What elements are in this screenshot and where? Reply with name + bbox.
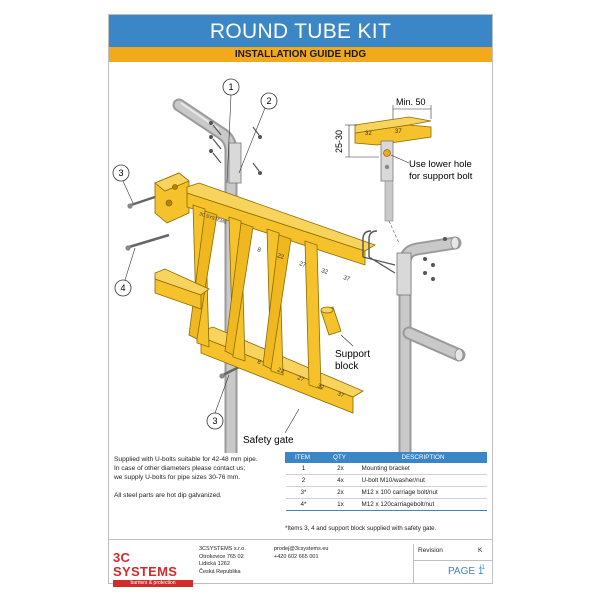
revision-value: K (478, 547, 483, 554)
installation-drawing: 1 2 3 4 3 (112, 78, 473, 453)
svg-text:3: 3 (118, 168, 123, 178)
callout-4: 4 (114, 247, 136, 297)
gate-top-markings: 8 22 27 32 37 (256, 247, 351, 283)
support-block (320, 306, 354, 347)
svg-text:4: 4 (120, 283, 125, 293)
svg-text:for support bolt: for support bolt (409, 171, 473, 182)
svg-text:Use lower hole: Use lower hole (409, 159, 472, 170)
table-header-row: ITEM QTY DESCRIPTION (285, 452, 487, 463)
note-line: we supply U-bolts for pipe sizes 30-76 m… (114, 474, 241, 481)
revision-box: Revision K PAGE 1 |1 (413, 544, 492, 584)
svg-text:22: 22 (276, 367, 285, 375)
parts-table: ITEM QTY DESCRIPTION 1 2x Mounting brack… (285, 452, 487, 511)
svg-text:8: 8 (256, 359, 262, 366)
column-header: QTY (319, 452, 360, 463)
table-row: 1 2x Mounting bracket (285, 462, 487, 475)
callout-3-lower: 3 (206, 374, 230, 430)
mounting-bracket (228, 142, 242, 184)
table-row: 3* 2x M12 x 100 carriage bolt/nut (285, 486, 487, 499)
table-row: 2 4x U-bolt M10/washer/nut (285, 474, 487, 487)
svg-text:1: 1 (228, 82, 233, 92)
qty-cell: 2x (319, 486, 360, 499)
note-line: Supplied with U-bolts suitable for 42-48… (114, 456, 258, 463)
carriage-bolt-long (125, 233, 170, 251)
support-block-label: Support (335, 349, 370, 360)
svg-text:27: 27 (296, 375, 305, 383)
contact-email[interactable]: prodej@3csystems.eu (274, 546, 329, 552)
callout-2: 2 (238, 92, 278, 174)
callout-3-upper: 3 (112, 164, 134, 204)
page-total: |1 (480, 565, 485, 571)
svg-text:37: 37 (342, 275, 351, 283)
company-contact: prodej@3csystems.eu +420 602 665 001 (274, 546, 329, 561)
logo-tagline: barriers & protection (113, 580, 193, 587)
page-subtitle: INSTALLATION GUIDE HDG (109, 47, 492, 62)
description-cell: M12 x 100 carriage bolt/nut (359, 486, 487, 499)
item-cell: 4* (285, 498, 320, 511)
svg-text:8: 8 (256, 247, 262, 254)
svg-text:27: 27 (298, 261, 307, 269)
svg-text:37: 37 (395, 129, 402, 135)
description-cell: U-bolt M10/washer/nut (359, 474, 487, 487)
support-block-label-2: block (335, 361, 359, 372)
safety-gate-label: Safety gate (243, 435, 294, 446)
table-footnote: *Items 3, 4 and support block supplied w… (285, 525, 437, 532)
company-address: 3CSYSTEMS s.r.o. Otrokovice 765 02 Lidic… (199, 546, 246, 576)
address-line: Otrokovice 765 02 (199, 553, 244, 560)
page-number: PAGE 1 (448, 566, 484, 577)
svg-text:32: 32 (320, 268, 329, 276)
column-header: DESCRIPTION (359, 452, 487, 463)
qty-cell: 1x (319, 498, 360, 511)
contact-phone: +420 602 665 001 (274, 553, 319, 560)
svg-text:3: 3 (212, 416, 217, 426)
svg-text:37: 37 (336, 391, 345, 399)
svg-text:32: 32 (316, 383, 325, 391)
right-mounting-bracket (396, 252, 412, 296)
svg-text:25-30: 25-30 (334, 130, 344, 153)
description-cell: Mounting bracket (359, 462, 487, 475)
logo-text: 3C SYSTEMS (113, 550, 178, 579)
address-country: Česká Republika (199, 568, 241, 575)
safety-gate (154, 172, 376, 414)
installation-notes: Supplied with U-bolts suitable for 42-48… (114, 455, 284, 500)
company-logo: 3C SYSTEMS barriers & protection (113, 551, 193, 587)
note-line: In case of other diameters please contac… (114, 465, 246, 472)
address-line: Lidická 1262 (199, 561, 230, 567)
company-name: 3CSYSTEMS s.r.o. (199, 546, 246, 552)
svg-text:22: 22 (276, 253, 285, 261)
installation-sheet: ROUND TUBE KIT INSTALLATION GUIDE HDG 1 (108, 14, 493, 587)
note-line: All steel parts are hot dip galvanized. (114, 492, 222, 499)
item-cell: 3* (285, 486, 320, 499)
table-row: 4* 1x M12 x 120carriagebolt/nut (285, 498, 487, 511)
right-pipe-assembly (362, 230, 466, 453)
qty-cell: 4x (319, 474, 360, 487)
left-pipe-assembly (172, 98, 262, 453)
svg-text:Min. 50: Min. 50 (396, 97, 426, 107)
item-cell: 2 (285, 474, 320, 487)
column-header: ITEM (285, 452, 320, 463)
description-cell: M12 x 120carriagebolt/nut (359, 498, 487, 511)
revision-label: Revision (418, 547, 443, 554)
footer: 3C SYSTEMS barriers & protection 3CSYSTE… (109, 539, 492, 587)
svg-text:32: 32 (365, 131, 372, 137)
callout-1: 1 (222, 78, 240, 184)
qty-cell: 2x (319, 462, 360, 475)
svg-text:2: 2 (266, 96, 271, 106)
gate-bottom-markings: 8 22 27 32 37 (256, 359, 345, 399)
page-title: ROUND TUBE KIT (109, 15, 492, 47)
item-cell: 1 (285, 462, 320, 475)
detail-view: 32 37 Min. 50 25-30 Use lower hole for s… (334, 97, 473, 244)
